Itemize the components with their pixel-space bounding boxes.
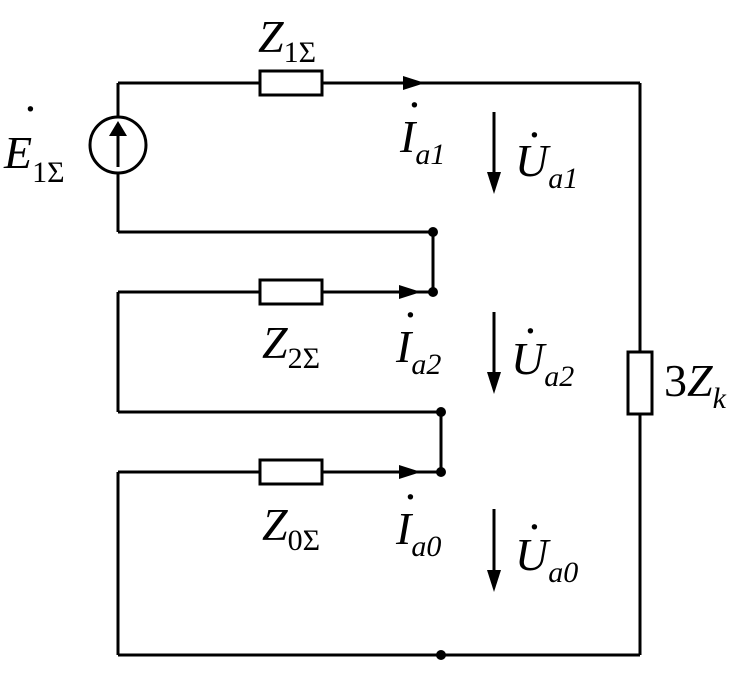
node-dot xyxy=(428,227,438,237)
svg-text:·: · xyxy=(528,109,540,160)
current-arrow-ia2 xyxy=(399,285,421,299)
svg-text:·: · xyxy=(524,305,536,356)
svg-text:·: · xyxy=(404,471,416,522)
svg-text:Ia0: Ia0 xyxy=(395,503,441,563)
label-z0: Z0Σ xyxy=(262,499,320,557)
svg-text:·: · xyxy=(528,501,540,552)
svg-text:Z2Σ: Z2Σ xyxy=(262,317,320,375)
label-ia0: · Ia0 xyxy=(395,471,441,563)
label-3zk: 3Zk xyxy=(664,355,727,415)
current-arrow-ia1 xyxy=(403,76,425,90)
svg-text:Ua2: Ua2 xyxy=(511,333,574,393)
svg-text:E1Σ: E1Σ xyxy=(3,127,65,189)
impedance-z1 xyxy=(258,69,324,97)
svg-text:·: · xyxy=(24,83,36,134)
positive-sequence-network xyxy=(88,69,640,234)
svg-text:Z0Σ: Z0Σ xyxy=(262,499,320,557)
label-ua2: · Ua2 xyxy=(511,305,574,393)
fault-impedance-branch xyxy=(626,83,654,655)
svg-text:Ia1: Ia1 xyxy=(399,111,445,171)
zero-sequence-network xyxy=(116,458,640,660)
series-link-1-2 xyxy=(428,227,438,297)
node-dot xyxy=(436,650,446,660)
label-e1: · E1Σ xyxy=(3,83,65,189)
node-dot xyxy=(436,407,446,417)
negative-sequence-network xyxy=(116,278,441,414)
label-ua0: · Ua0 xyxy=(515,501,578,589)
impedance-z0 xyxy=(258,458,324,486)
label-z2: Z2Σ xyxy=(262,317,320,375)
voltage-arrow-ua1 xyxy=(487,112,501,194)
voltage-arrow-ua2 xyxy=(487,312,501,394)
impedance-3zk xyxy=(626,350,654,416)
voltage-arrow-ua0 xyxy=(487,509,501,592)
label-ua1: · Ua1 xyxy=(515,109,578,195)
label-ia1: · Ia1 xyxy=(399,79,445,171)
svg-text:3Zk: 3Zk xyxy=(664,355,727,415)
svg-text:Ua0: Ua0 xyxy=(515,529,578,589)
svg-text:·: · xyxy=(408,79,420,130)
label-z1: Z1Σ xyxy=(258,11,316,69)
series-link-2-0 xyxy=(436,407,446,477)
voltage-source-e1 xyxy=(88,115,148,175)
label-ia2: · Ia2 xyxy=(395,289,441,381)
svg-text:Ia2: Ia2 xyxy=(395,321,441,381)
svg-text:Z1Σ: Z1Σ xyxy=(258,11,316,69)
current-arrow-ia0 xyxy=(399,465,421,479)
svg-text:Ua1: Ua1 xyxy=(515,135,578,195)
svg-text:·: · xyxy=(404,289,416,340)
impedance-z2 xyxy=(258,278,324,306)
